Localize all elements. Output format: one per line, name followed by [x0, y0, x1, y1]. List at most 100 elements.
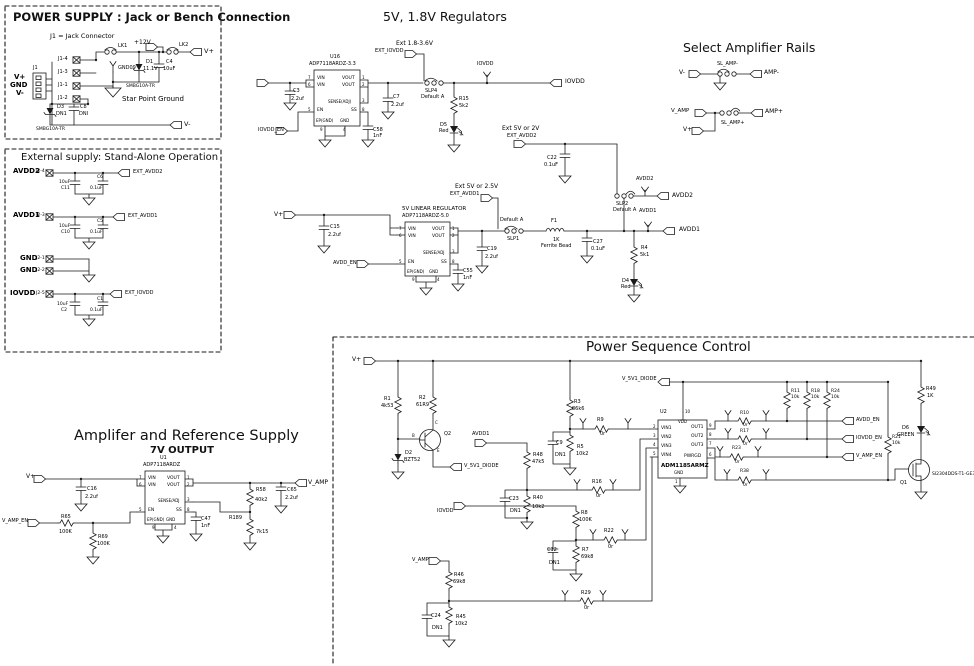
select-amp-rails-amp-plus: AMP+: [765, 108, 783, 115]
power-supply-d1-val: 11.1V: [143, 66, 158, 72]
external-supply-c5: C5: [97, 219, 104, 224]
select-amp-rails-sl-amp-minus: SL_AMP-: [717, 61, 738, 67]
power-sequence-r46-val: 69k8: [453, 579, 466, 585]
power-supply-graphics: [4, 5, 222, 140]
power-supply-d3: D3: [57, 104, 65, 110]
power-supply-d3-val: DN1: [56, 111, 67, 117]
regulators-u3-p9: 9: [412, 277, 415, 282]
external-supply-c11-val: 10uF: [59, 180, 71, 185]
power-sequence-v5v1-diode: V_5V1_DIODE: [464, 463, 499, 469]
regulators-u3-ss: SS: [441, 260, 447, 265]
power-sequence-r9-val: 0r: [600, 431, 606, 437]
regulators-avdd1-flag: AVDD1: [639, 208, 657, 214]
power-sequence-u2-out1: OUT1: [691, 425, 704, 430]
regulators-u16-vin1: VIN: [317, 76, 325, 81]
power-supply-j1-3: J1-3: [58, 69, 68, 75]
select-amp-rails-vminus: V-: [679, 69, 685, 76]
power-supply-c4: C4: [166, 59, 173, 65]
power-sequence-r45-val: 10k2: [455, 621, 468, 627]
power-sequence-v-amp-en: V_AMP_EN: [856, 453, 883, 459]
power-sequence-r17: R17: [740, 429, 749, 434]
power-sequence-r7: R7: [582, 547, 589, 553]
regulators-u16-p5: 5: [308, 107, 311, 112]
power-sequence-q1: Q1: [900, 480, 908, 486]
regulators-d4: D4: [622, 278, 630, 284]
regulators-u3-vout1: VOUT: [432, 227, 445, 232]
power-sequence-r5-val: 10k2: [576, 451, 589, 457]
regulators-ext-range-avdd1: Ext 5V or 2.5V: [455, 183, 499, 190]
amp-ref-supply-r65: R65: [61, 514, 71, 520]
power-sequence-v5v1-top: V_5V1_DIODE: [622, 376, 657, 382]
power-sequence-r10-val: 0r: [743, 423, 748, 428]
regulators-iovdd-en: IOVDD_EN: [258, 127, 284, 133]
power-sequence-r23: R23: [732, 446, 741, 451]
power-sequence-u2-gnd: GND: [674, 470, 684, 475]
amp-ref-supply-r65-val: 100K: [59, 529, 72, 535]
power-sequence-q2-e: E: [437, 448, 440, 453]
regulators-f1-name: Ferrite Bead: [541, 243, 572, 249]
regulators-r4: R4: [641, 245, 648, 251]
power-supply-title: POWER SUPPLY : Jack or Bench Connection: [13, 10, 291, 24]
amp-ref-supply-c16-val: 2.2uf: [85, 494, 98, 500]
power-sequence-avdd1-in: AVDD1: [472, 431, 490, 437]
amp-ref-supply-c65-val: 2.2uf: [285, 495, 298, 501]
amp-ref-supply-vplus: V+: [26, 473, 36, 480]
regulators-u16-epgnd: EP(GND): [316, 118, 334, 123]
regulators-u3-p8: 8: [452, 259, 455, 264]
power-sequence-d6: D6: [902, 425, 910, 431]
power-sequence-r49: R49: [926, 386, 936, 392]
regulators-iovdd-flag: IOVDD: [477, 61, 494, 67]
power-sequence-u2-vin1: VIN1: [661, 426, 672, 431]
power-sequence-r8: R8: [581, 510, 588, 516]
regulators-f1-val: 1K: [553, 237, 560, 243]
power-sequence-d6-col: GREEN: [897, 432, 915, 438]
amp-ref-supply-r189: R189: [229, 515, 243, 521]
regulators-r15-val: 5k2: [459, 103, 469, 109]
power-sequence-r10: R10: [740, 411, 749, 416]
external-supply-gnd-a: GND: [20, 254, 38, 262]
power-sequence-d2: D2: [405, 450, 413, 456]
power-sequence-u2-pwrgd: PWRGD: [684, 454, 702, 459]
power-sequence-r18-val: 10k: [811, 395, 820, 400]
amp-ref-supply-r58-val: 40k2: [255, 497, 268, 503]
power-sequence-r48-val: 47k5: [532, 459, 545, 465]
amp-ref-supply-u1-en: EN: [148, 508, 155, 513]
regulators-c55-val: 1nF: [463, 275, 473, 281]
regulators-u16-p9: 9: [320, 127, 323, 132]
power-sequence-d2-val: BZT52: [404, 457, 421, 463]
amp-ref-supply-c47: C47: [201, 516, 211, 522]
power-sequence-c12-val: DN1: [549, 560, 560, 566]
power-sequence-r29: R29: [581, 590, 591, 596]
external-supply-c1-val: 0.1uF: [90, 308, 103, 313]
power-sequence-r24-val: 10k: [831, 395, 840, 400]
select-amp-rails-sl-amp-plus: SL_AMP+: [721, 120, 745, 126]
regulators-u16-part: ADP7118ARDZ-3.3: [309, 61, 356, 67]
regulators-c55: C55: [463, 268, 473, 274]
power-supply-gnd09: GND09: [118, 65, 136, 71]
external-supply-c2: C2: [61, 308, 68, 313]
regulators-u16-gnd: GND: [340, 118, 350, 123]
power-sequence-r48: R48: [533, 452, 543, 458]
regulators-c22: C22: [547, 155, 557, 161]
external-supply-graphics: [4, 148, 222, 353]
amp-ref-supply-u1-gnd: GND: [166, 517, 176, 522]
external-supply-avdd2: AVDD2: [13, 167, 40, 175]
external-supply-ext-avdd1: EXT_AVDD1: [128, 213, 158, 219]
regulators-u3-p3: 3: [452, 249, 455, 254]
external-supply-j2-5: J2-5: [36, 291, 45, 296]
regulators-u3-p6: 6: [399, 233, 402, 238]
power-sequence-r49-val: 1K: [927, 393, 934, 399]
regulators-u16: U16: [330, 54, 341, 60]
power-sequence-r5: R5: [577, 444, 584, 450]
power-sequence-u2-out3: OUT3: [691, 443, 704, 448]
power-sequence-q1-part: SI2304DDS-T1-GE3: [932, 472, 974, 477]
power-sequence-r8-val: 100K: [579, 517, 592, 523]
amp-ref-supply-c65: C65: [287, 487, 297, 493]
power-sequence-iovdd-in: IOVDD: [437, 508, 454, 514]
power-sequence-c24: C24: [431, 613, 441, 619]
power-sequence-r3-val: 86k6: [572, 406, 585, 412]
power-supply-j1-ref: J1: [33, 65, 38, 71]
amp-ref-supply-r69-val: 100K: [97, 541, 110, 547]
power-supply-plus12v: +12V: [134, 39, 151, 46]
